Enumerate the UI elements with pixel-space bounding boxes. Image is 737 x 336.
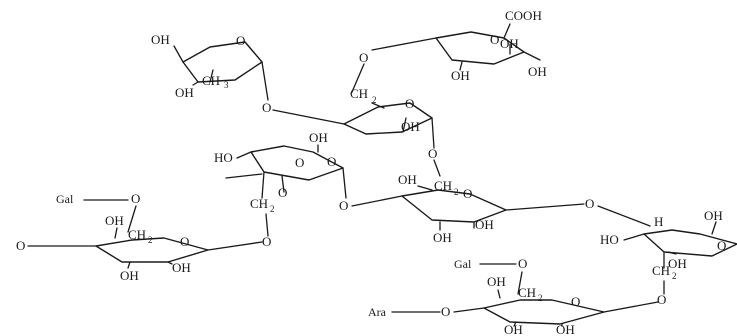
glycosidic-oxygen-label: O: [585, 196, 594, 211]
hydroxyl-label: OH: [475, 217, 494, 232]
anomeric-hydrogen-label: H: [654, 214, 663, 229]
hydroxyl-label: OH: [309, 130, 328, 145]
substituent-oxygen-label: O: [441, 304, 450, 319]
ring-substituent-oxygen-label: O: [295, 155, 304, 170]
galactose-ring-middle-left: OH HO O O O CH 2 O: [214, 130, 403, 237]
ring-oxygen-label: O: [327, 154, 336, 169]
methylene-subscript: 2: [538, 293, 543, 303]
hydroxyl-label: OH: [398, 172, 417, 187]
hydroxyl-label: OH: [120, 268, 139, 283]
hydroxyl-label: OH: [500, 36, 519, 51]
methylene-label: CH: [128, 227, 146, 242]
glycosidic-oxygen-label: O: [262, 234, 271, 249]
galactose-substituent-label: Gal: [56, 192, 74, 206]
galactose-substituent-label: Gal: [454, 257, 472, 271]
glucuronic-acid-ring: O COOH OH OH OH: [371, 8, 547, 83]
methylene-subscript: 2: [372, 95, 377, 105]
glycosidic-oxygen-label: O: [657, 292, 666, 307]
methylene-subscript: 2: [148, 235, 153, 245]
methylene-label: CH: [652, 263, 670, 278]
glycosidic-oxygen-label: O: [339, 198, 348, 213]
methylene-subscript: 2: [270, 204, 275, 214]
hydroxyl-label: OH: [151, 32, 170, 47]
ring-oxygen-label: O: [405, 96, 414, 111]
galactose-ring-lower-left: Gal O OH CH 2 O O OH OH: [16, 191, 209, 283]
rhamnose-ring: O OH OH CH 3 O: [151, 32, 345, 125]
hydroxyl-label: HO: [600, 232, 619, 247]
arabinose-substituent-label: Ara: [368, 305, 387, 319]
galactose-ring-middle-center: OH CH 2 O OH OH O: [398, 172, 651, 245]
hydroxyl-label: OH: [433, 230, 452, 245]
glycosidic-oxygen-label: O: [428, 146, 437, 161]
methylene-subscript: 2: [672, 271, 677, 281]
hydroxyl-label: OH: [528, 64, 547, 79]
galactose-ring-upper: CH 2 O OH O: [343, 86, 441, 177]
hydroxyl-label: OH: [172, 260, 191, 275]
ring-substituent-oxygen-label: O: [278, 185, 287, 200]
ring-oxygen-label: O: [180, 234, 189, 249]
ring-oxygen-label: O: [463, 186, 472, 201]
hydroxyl-label: OH: [175, 85, 194, 100]
hydroxyl-label: OH: [668, 256, 687, 271]
hydroxyl-label: HO: [214, 150, 233, 165]
methylene-label: CH: [250, 196, 268, 211]
hydroxyl-label: OH: [401, 119, 420, 134]
galactose-ring-lower-right: Gal O OH CH 2 Ara O O OH OH: [368, 256, 605, 336]
methylene-label: CH: [350, 86, 368, 101]
hydroxyl-label: OH: [504, 322, 523, 336]
hydroxyl-label: OH: [451, 68, 470, 83]
hydroxyl-label: OH: [556, 322, 575, 336]
glycosidic-oxygen-label: O: [262, 100, 271, 115]
chain-continuation-label: O: [16, 238, 25, 253]
ring-oxygen-label: O: [717, 238, 726, 253]
terminal-ring-right: H OH HO O OH CH 2 O: [600, 208, 737, 313]
glycosidic-oxygen-label: O: [359, 50, 368, 65]
ring-oxygen-label: O: [571, 294, 580, 309]
ring-oxygen-label: O: [490, 32, 499, 47]
carboxyl-label: COOH: [505, 8, 542, 23]
ring-oxygen-label: O: [236, 33, 245, 48]
methylene-label: CH: [518, 285, 536, 300]
substituent-oxygen-label: O: [131, 191, 140, 206]
hydroxyl-label: OH: [105, 213, 124, 228]
methyl-label: CH: [202, 73, 220, 88]
hydroxyl-label: OH: [487, 274, 506, 289]
hydroxyl-label: OH: [704, 208, 723, 223]
substituent-oxygen-label: O: [518, 256, 527, 271]
methyl-subscript: 3: [224, 80, 229, 90]
methylene-label: CH: [434, 178, 452, 193]
